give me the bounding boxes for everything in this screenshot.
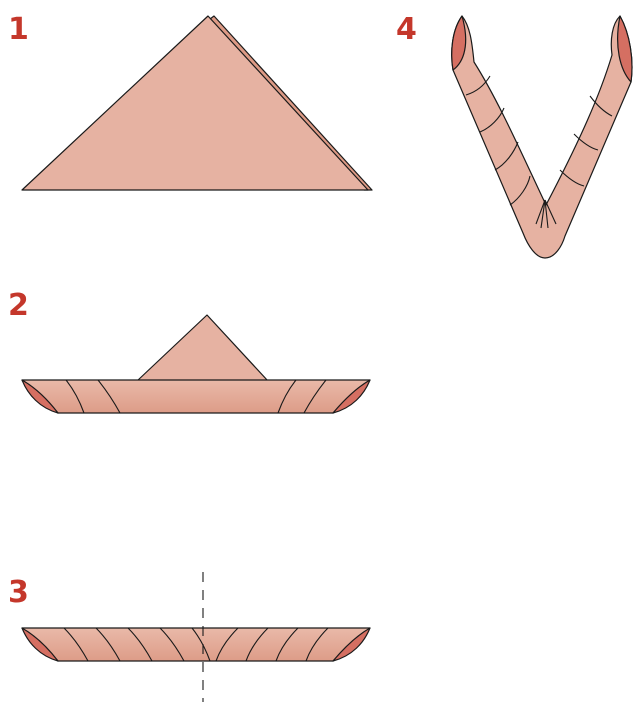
step-number-3: 3 <box>8 575 29 610</box>
step-2-group: 2 <box>8 288 371 414</box>
step-number-4: 4 <box>396 12 417 47</box>
napkin-rolled-band-icon <box>21 627 371 662</box>
step-3-group: 3 <box>8 572 371 702</box>
napkin-rolled-from-base-icon <box>21 314 371 414</box>
step-1-group: 1 <box>8 12 373 191</box>
napkin-bent-v-shape-icon <box>451 15 633 259</box>
step-number-2: 2 <box>8 288 29 323</box>
napkin-folded-triangle-icon <box>21 15 373 191</box>
step-number-1: 1 <box>8 12 29 47</box>
step-4-group: 4 <box>396 12 633 259</box>
